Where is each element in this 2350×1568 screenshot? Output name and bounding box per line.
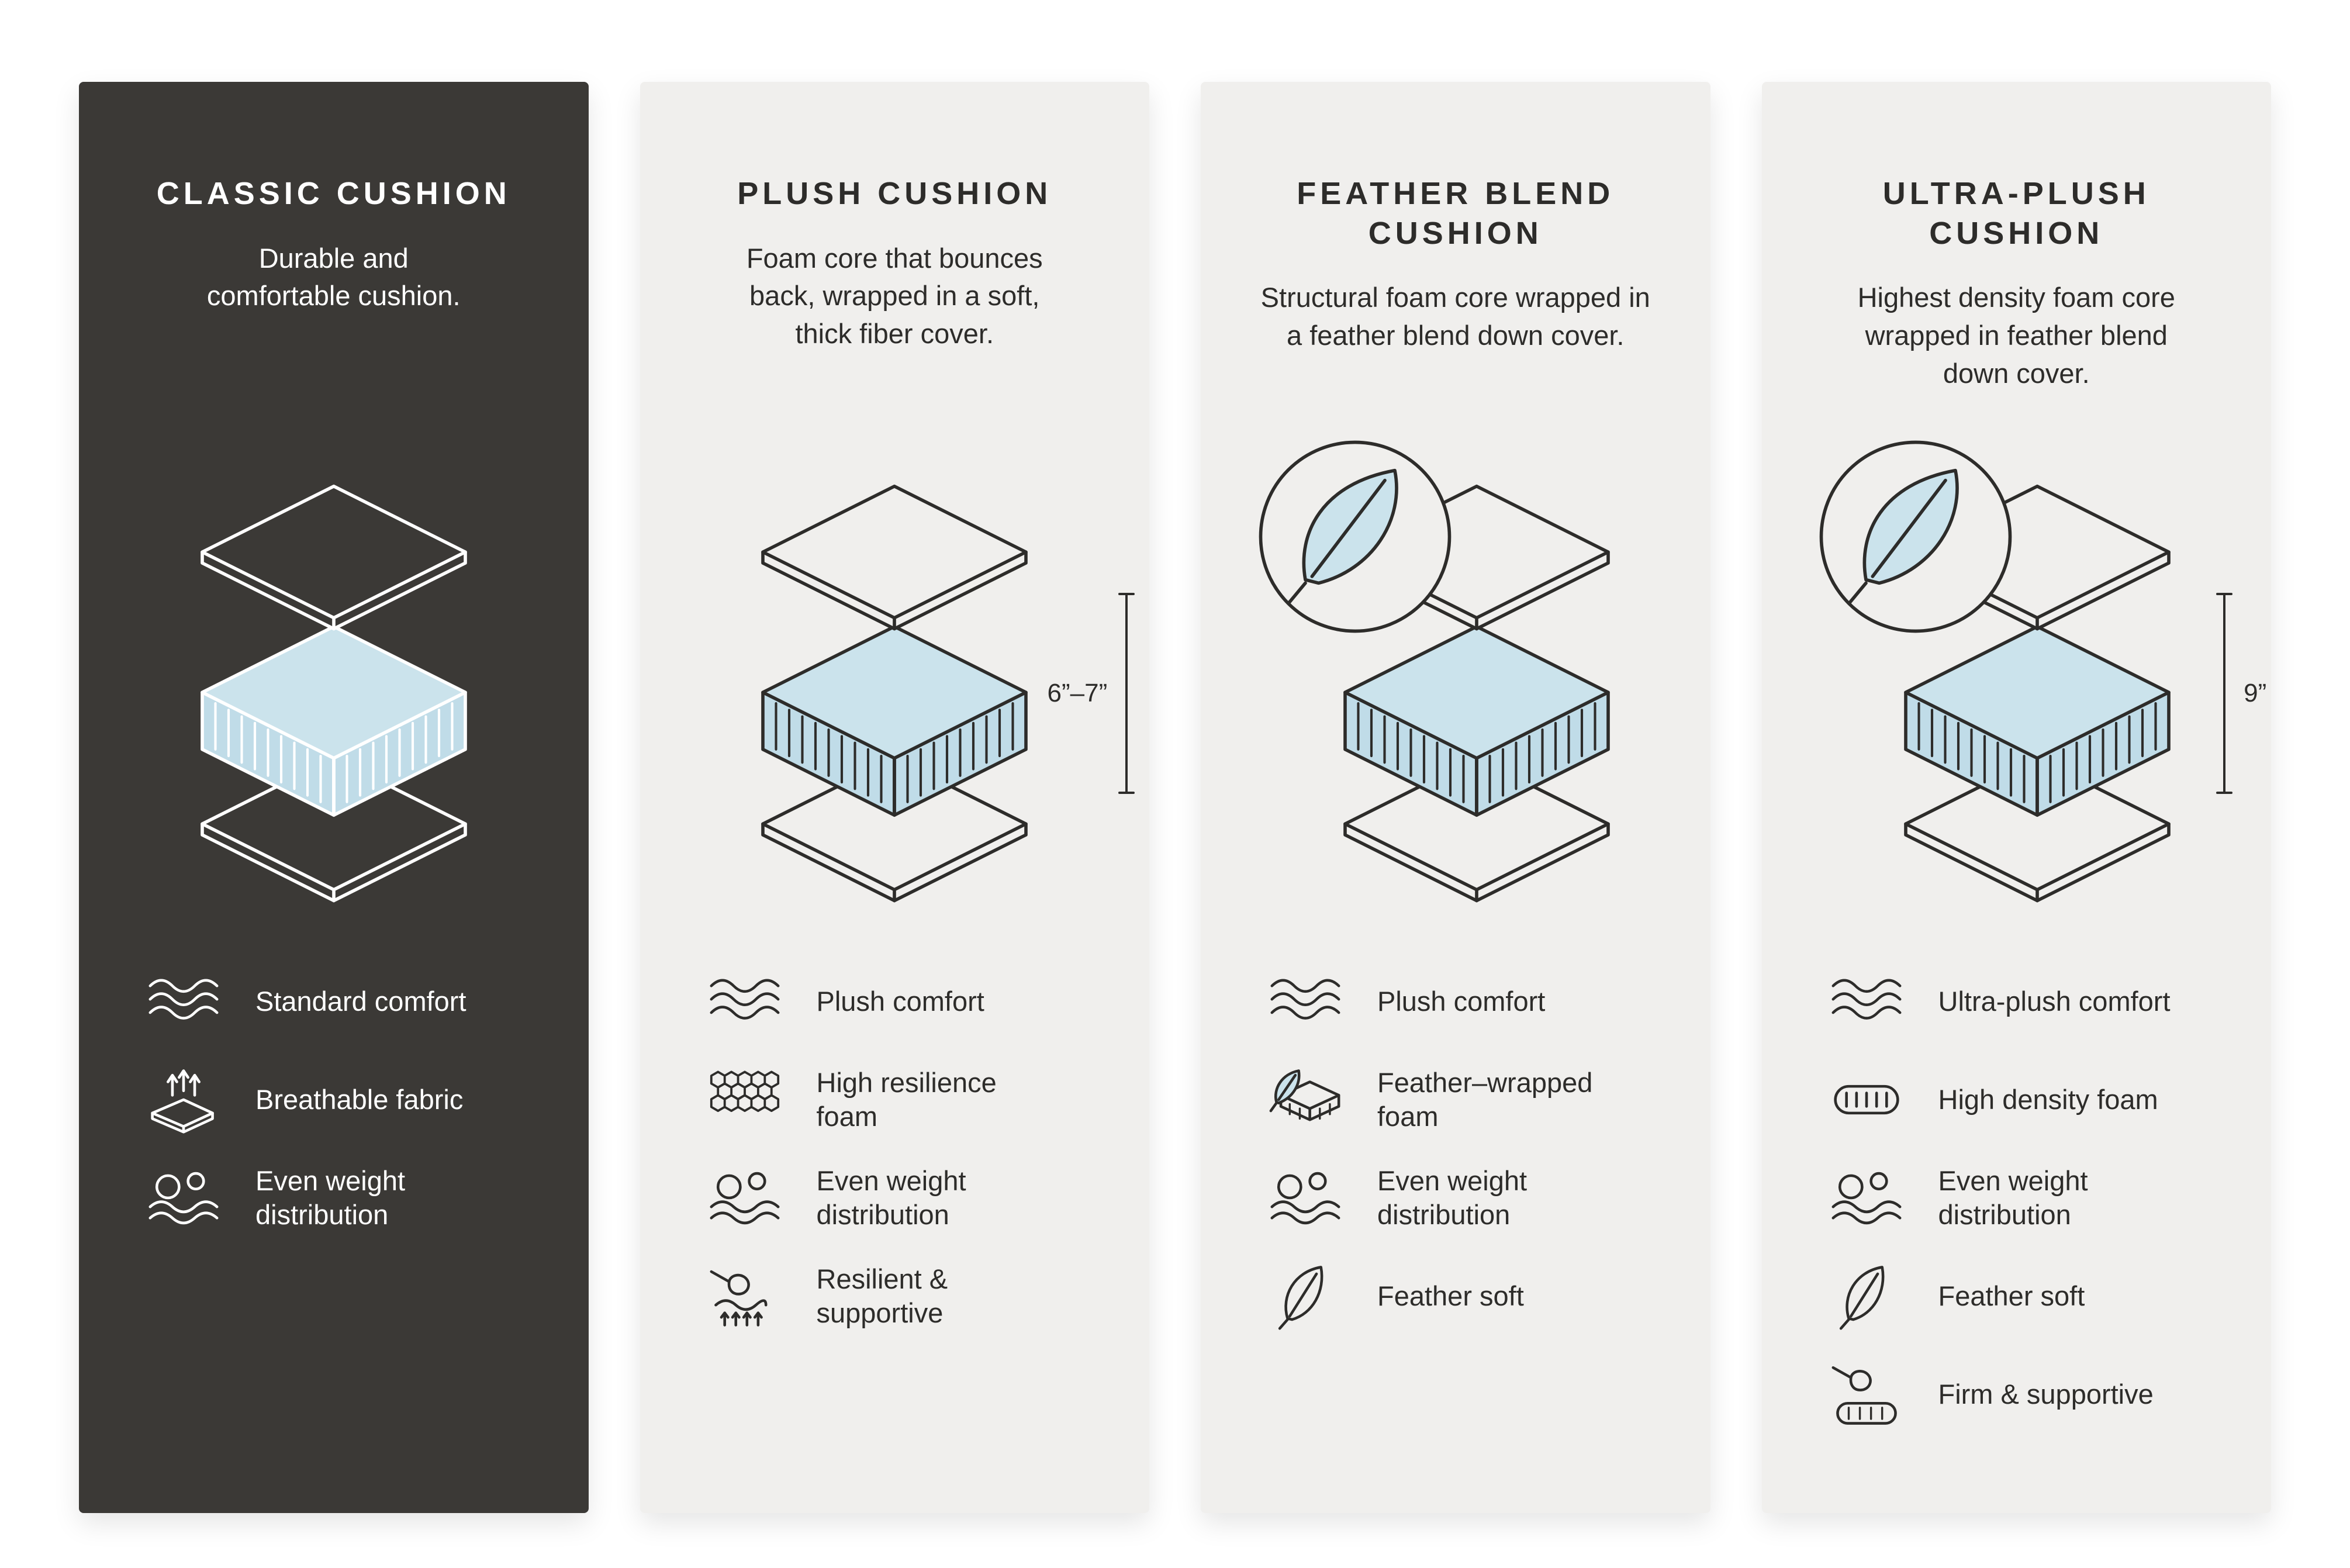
cushion-comparison: CLASSIC CUSHION Durable and comfortable … <box>79 82 2272 1513</box>
feature-label: Even weight distribution <box>255 1165 406 1230</box>
even-weight-icon <box>1823 1162 1910 1234</box>
measurement-label: 6”–7” <box>1047 679 1108 707</box>
measurement-bracket <box>1118 593 1135 794</box>
feature-row: Even weight distribution <box>140 1162 562 1234</box>
feature-label: Plush comfort <box>1377 985 1546 1017</box>
panel-title: CLASSIC CUSHION <box>156 176 511 211</box>
feature-row: Ultra-plush comfort <box>1823 966 2245 1037</box>
even-weight-icon <box>140 1162 227 1234</box>
feature-list: Plush comfort Feather–wrapped foam Even … <box>1262 966 1684 1359</box>
feature-list: Standard comfort Breathable fabric Even … <box>140 966 562 1260</box>
feature-label: Even weight distribution <box>816 1165 966 1230</box>
panel-classic-cushion: CLASSIC CUSHION Durable and comfortable … <box>79 82 589 1513</box>
cushion-diagram <box>1201 484 1710 905</box>
feature-row: Feather–wrapped foam <box>1262 1064 1684 1135</box>
panel-description: Durable and comfortable cushion. <box>206 242 461 312</box>
waves-icon <box>140 966 227 1037</box>
feature-label: Breathable fabric <box>255 1083 464 1115</box>
panel-description: Highest density foam core wrapped in fea… <box>1857 282 2175 389</box>
cushion-diagram: 9” <box>1762 484 2272 905</box>
feature-row: Even weight distribution <box>1262 1162 1684 1234</box>
panel-ultra-plush-cushion: ULTRA-PLUSH CUSHION Highest density foam… <box>1761 82 2272 1513</box>
cushion-diagram <box>79 484 589 905</box>
feature-label: High density foam <box>1938 1083 2158 1115</box>
feature-label: Feather soft <box>1938 1280 2085 1311</box>
cushion-layers-illustration <box>158 484 509 905</box>
feature-label: Feather soft <box>1377 1280 1524 1311</box>
feature-label: Firm & supportive <box>1938 1378 2154 1410</box>
feather-badge-icon <box>1816 437 2015 636</box>
height-measurement: 9” <box>2216 590 2266 796</box>
feature-label: Even weight distribution <box>1938 1165 2088 1230</box>
firm-support-icon <box>1823 1359 1910 1430</box>
feature-label: Feather–wrapped foam <box>1377 1066 1593 1132</box>
feature-label: High resilience foam <box>816 1066 997 1132</box>
feather-badge-icon <box>1256 437 1454 636</box>
panel-description: Foam core that bounces back, wrapped in … <box>746 242 1043 350</box>
feature-row: Firm & supportive <box>1823 1359 2245 1430</box>
even-weight-icon <box>1262 1162 1349 1234</box>
feature-row: Breathable fabric <box>140 1064 562 1135</box>
waves-icon <box>1823 966 1910 1037</box>
feature-row: Standard comfort <box>140 966 562 1037</box>
feature-row: High density foam <box>1823 1064 2245 1135</box>
feature-row: Even weight distribution <box>701 1162 1123 1234</box>
panel-plush-cushion: PLUSH CUSHION Foam core that bounces bac… <box>640 82 1150 1513</box>
waves-icon <box>701 966 789 1037</box>
feature-label: Resilient & supportive <box>816 1263 948 1328</box>
feature-list: Ultra-plush comfort High density foam Ev… <box>1823 966 2245 1457</box>
cushion-diagram: 6”–7” <box>640 484 1150 905</box>
feather-foam-icon <box>1262 1064 1349 1135</box>
panel-description: Structural foam core wrapped in a feathe… <box>1260 282 1650 351</box>
feature-row: Plush comfort <box>701 966 1123 1037</box>
feature-row: Plush comfort <box>1262 966 1684 1037</box>
waves-icon <box>1262 966 1349 1037</box>
feature-row: Feather soft <box>1262 1260 1684 1332</box>
breathable-fabric-icon <box>140 1064 227 1135</box>
feature-label: Ultra-plush comfort <box>1938 985 2171 1017</box>
feature-label: Plush comfort <box>816 985 984 1017</box>
panel-title: FEATHER BLEND CUSHION <box>1297 176 1615 251</box>
feature-list: Plush comfort High resilience foam Even … <box>701 966 1123 1359</box>
panel-title: ULTRA-PLUSH CUSHION <box>1882 176 2150 251</box>
foam-cells-icon <box>710 1070 779 1112</box>
feature-row: Feather soft <box>1823 1260 2245 1332</box>
feather-icon <box>1823 1260 1910 1332</box>
hand-press-icon <box>701 1260 789 1332</box>
panel-feather-blend-cushion: FEATHER BLEND CUSHION Structural foam co… <box>1201 82 1710 1513</box>
feature-label: Even weight distribution <box>1377 1165 1527 1230</box>
even-weight-icon <box>701 1162 789 1234</box>
cushion-layers-illustration <box>719 484 1070 905</box>
feature-row: Resilient & supportive <box>701 1260 1123 1332</box>
feature-label: Standard comfort <box>255 985 466 1017</box>
feature-row: High resilience foam <box>701 1064 1123 1135</box>
measurement-label: 9” <box>2244 679 2267 707</box>
feather-icon <box>1262 1260 1349 1332</box>
height-measurement: 6”–7” <box>1048 590 1136 796</box>
measurement-bracket <box>2216 593 2233 794</box>
panel-title: PLUSH CUSHION <box>737 176 1052 211</box>
high-density-foam-icon <box>1823 1064 1910 1135</box>
feature-row: Even weight distribution <box>1823 1162 2245 1234</box>
